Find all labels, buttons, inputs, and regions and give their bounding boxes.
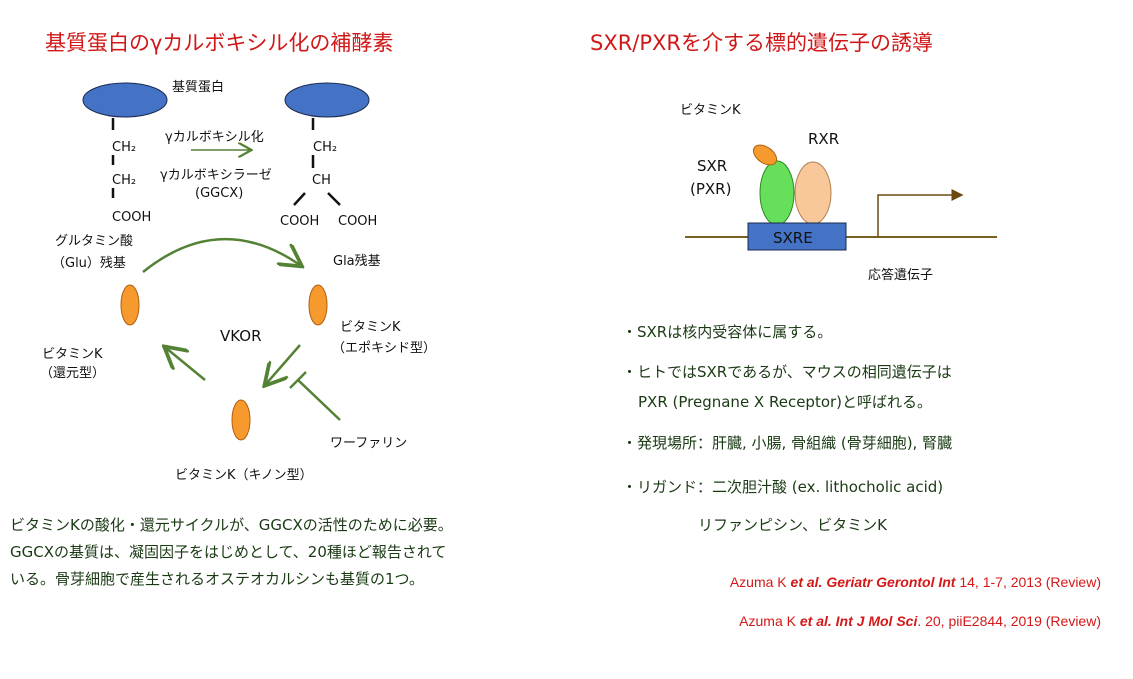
sxre-box bbox=[747, 222, 847, 251]
reaction-label: γカルボキシル化 bbox=[165, 130, 264, 145]
response-gene-label: 応答遺伝子 bbox=[868, 268, 934, 283]
sxr-label: SXR bbox=[697, 157, 728, 175]
substrate-protein-right bbox=[284, 82, 370, 118]
left-title: 基質蛋白のγカルボキシル化の補酵素 bbox=[45, 31, 394, 55]
vk-reduced-label: （還元型） bbox=[40, 366, 106, 381]
vitamin-k-epoxide bbox=[308, 284, 328, 326]
right-title: SXR/PXRを介する標的遺伝子の誘導 bbox=[590, 31, 934, 55]
caption-line: GGCXの基質は、凝固因子をはじめとして、20種ほど報告されて bbox=[10, 543, 447, 561]
substrate-label: 基質蛋白 bbox=[172, 80, 225, 95]
caption-line: いる。骨芽細胞で産生されるオステオカルシンも基質の1つ。 bbox=[10, 570, 424, 588]
cooh-label: COOH bbox=[338, 214, 378, 229]
caption-line: ビタミンKの酸化・還元サイクルが、GGCXの活性のために必要。 bbox=[10, 516, 453, 534]
cooh-label: COOH bbox=[280, 214, 320, 229]
glu-label: （Glu）残基 bbox=[52, 256, 126, 271]
vkor-label: VKOR bbox=[220, 327, 262, 345]
sxre-label: SXRE bbox=[773, 229, 813, 247]
bullet-item: ・ヒトではSXRであるが、マウスの相同遺伝子は bbox=[622, 363, 952, 381]
bullet-item: PXR (Pregnane X Receptor)と呼ばれる。 bbox=[638, 393, 933, 411]
reference-1: Azuma K et al. Geriatr Gerontol Int 14, … bbox=[729, 574, 1101, 590]
gla-label: Gla残基 bbox=[333, 254, 381, 269]
vk-epoxide-label: （エポキシド型） bbox=[332, 341, 437, 356]
bullet-item: ・SXRは核内受容体に属する。 bbox=[622, 323, 833, 341]
ch2-label: CH₂ bbox=[112, 173, 137, 188]
vitamin-k-reduced bbox=[120, 284, 140, 326]
vitamin-k-quinone bbox=[231, 399, 251, 441]
pxr-label: (PXR) bbox=[690, 180, 732, 198]
vitamin-k-ligand bbox=[752, 144, 778, 166]
vk-quinone-label: ビタミンK（キノン型） bbox=[175, 468, 313, 483]
reference-2: Azuma K et al. Int J Mol Sci. 20, piiE28… bbox=[739, 613, 1101, 629]
warfarin-label: ワーファリン bbox=[330, 436, 408, 451]
ch2-label: CH₂ bbox=[313, 140, 338, 155]
ch2-label: CH₂ bbox=[112, 140, 137, 155]
bullet-item: リファンピシン、ビタミンK bbox=[698, 516, 887, 534]
vitamin-k-label: ビタミンK bbox=[680, 103, 741, 118]
rxr-label: RXR bbox=[808, 130, 840, 148]
bullet-item: ・発現場所：肝臓, 小腸, 骨組織 (骨芽細胞), 腎臓 bbox=[622, 434, 953, 452]
enzyme-label: γカルボキシラーゼ bbox=[160, 168, 272, 183]
vk-epoxide-label: ビタミンK bbox=[340, 320, 401, 335]
vk-reduced-label: ビタミンK bbox=[42, 347, 103, 362]
cooh-label: COOH bbox=[112, 210, 152, 225]
ch-label: CH bbox=[312, 173, 331, 188]
sxr-shape bbox=[759, 160, 795, 226]
substrate-protein-left bbox=[82, 82, 168, 118]
bullet-item: ・リガンド：二次胆汁酸 (ex. lithocholic acid) bbox=[622, 478, 944, 496]
rxr-shape bbox=[794, 161, 832, 225]
enzyme-abbr: (GGCX) bbox=[195, 186, 244, 201]
glu-label: グルタミン酸 bbox=[55, 234, 134, 249]
